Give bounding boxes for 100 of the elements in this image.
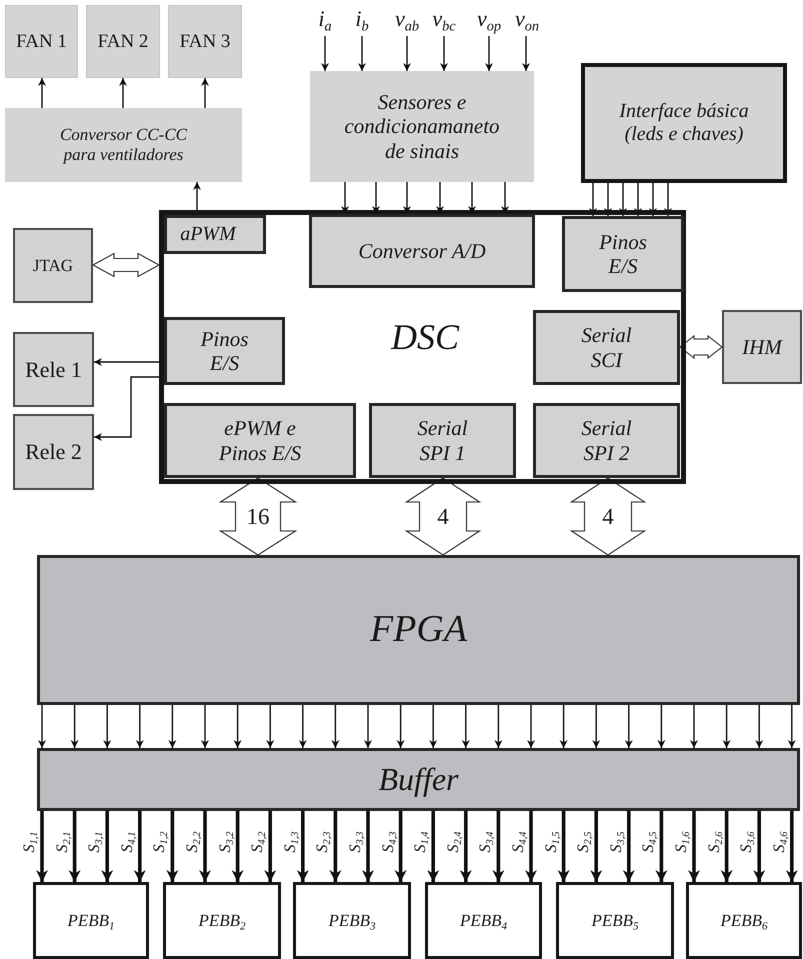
arrow	[634, 183, 642, 216]
peripheral-box	[722, 310, 802, 384]
block-box	[37, 748, 800, 811]
arrow	[560, 705, 568, 748]
interface-box	[581, 63, 787, 183]
module-box	[293, 882, 411, 959]
arrow	[199, 811, 211, 882]
arrow	[522, 36, 530, 71]
module-box	[163, 882, 281, 959]
arrow	[166, 811, 178, 882]
arrow	[664, 183, 672, 216]
peripheral-box	[13, 332, 94, 407]
peripheral-box	[13, 228, 93, 303]
arrow	[38, 78, 46, 108]
node-label: Sensores e condicionamaneto de sinais	[343, 90, 501, 163]
arrow	[558, 811, 570, 882]
arrow	[70, 705, 79, 748]
arrow	[403, 36, 411, 71]
node-label: PEBB$_{3}$	[328, 910, 376, 930]
node-label: JTAG	[32, 256, 74, 276]
arrow	[168, 705, 176, 748]
arrow	[103, 705, 112, 748]
arrow	[331, 705, 340, 748]
arrow	[38, 705, 46, 748]
process-box	[310, 71, 534, 182]
controller-box	[159, 210, 686, 484]
node-label: FAN 3	[180, 30, 230, 52]
node-label: PEBB$_{1}$	[67, 910, 115, 930]
arrow	[364, 705, 372, 748]
arrow	[525, 811, 537, 882]
arrow	[396, 705, 405, 748]
arrow	[266, 705, 274, 748]
arrow	[722, 705, 731, 748]
process-box	[5, 108, 242, 182]
arrow	[622, 811, 635, 882]
module-box	[556, 882, 674, 959]
node-label: Conversor A/D	[358, 238, 486, 264]
arrow	[462, 705, 470, 748]
module-box	[533, 310, 680, 385]
signal-label: i$_{b}$	[355, 6, 369, 32]
arrow	[427, 811, 440, 882]
arrow	[657, 705, 666, 748]
arrow	[460, 811, 472, 882]
module-box	[164, 215, 266, 254]
arrow	[329, 811, 342, 882]
double-block-arrow	[92, 252, 160, 278]
arrow	[604, 183, 612, 216]
node-label: Pinos E/S	[200, 326, 250, 376]
module-box	[533, 403, 680, 478]
node-label: IHM	[742, 334, 782, 360]
node-label: ePWM e Pinos E/S	[218, 416, 302, 465]
arrow	[232, 811, 244, 882]
node-label: FAN 2	[98, 30, 148, 52]
arrow	[136, 705, 144, 748]
arrow	[624, 705, 633, 748]
module-box	[562, 216, 684, 292]
node-label: Serial SCI	[580, 323, 633, 372]
arrow	[234, 705, 242, 748]
arrow	[619, 183, 627, 216]
arrow	[440, 36, 448, 71]
node-label: Pinos E/S	[598, 230, 648, 278]
node-label: DSC	[391, 317, 460, 358]
arrow	[655, 811, 668, 882]
node-label: aPWM	[180, 223, 236, 246]
arrow	[592, 705, 600, 748]
node-label: FAN 1	[16, 30, 67, 52]
arrow	[101, 811, 114, 882]
double-block-arrow	[679, 334, 723, 360]
node-label: PEBB$_{5}$	[591, 910, 639, 930]
arrow	[201, 78, 209, 108]
node-label: Serial SPI 1	[416, 416, 469, 465]
arrow	[755, 705, 764, 748]
node-label: PEBB$_{2}$	[198, 910, 246, 930]
node-label: Buffer	[378, 761, 458, 798]
module-box	[369, 403, 516, 478]
module-box	[33, 882, 149, 959]
arrow	[690, 705, 698, 748]
arrow	[494, 705, 502, 748]
arrow	[753, 811, 766, 882]
arrow	[201, 705, 209, 748]
arrow	[649, 183, 657, 216]
node-label: Interface básica (leds e chaves)	[618, 100, 750, 146]
block-box	[37, 555, 800, 705]
fan-box	[5, 5, 78, 78]
arrow	[527, 705, 535, 748]
arrow	[36, 811, 48, 882]
arrow	[119, 78, 127, 108]
arrow	[68, 811, 81, 882]
arrow	[589, 183, 597, 216]
arrow	[590, 811, 602, 882]
arrow	[688, 811, 700, 882]
node-label: Serial SPI 2	[580, 416, 633, 465]
signal-label: v$_{bc}$	[432, 6, 456, 32]
peripheral-box	[13, 414, 94, 490]
signal-label: v$_{op}$	[476, 6, 502, 32]
signal-label: i$_{a}$	[318, 6, 332, 32]
signal-label: v$_{on}$	[514, 6, 540, 32]
arrow	[362, 811, 374, 882]
module-box	[686, 882, 802, 959]
module-box	[309, 214, 535, 288]
